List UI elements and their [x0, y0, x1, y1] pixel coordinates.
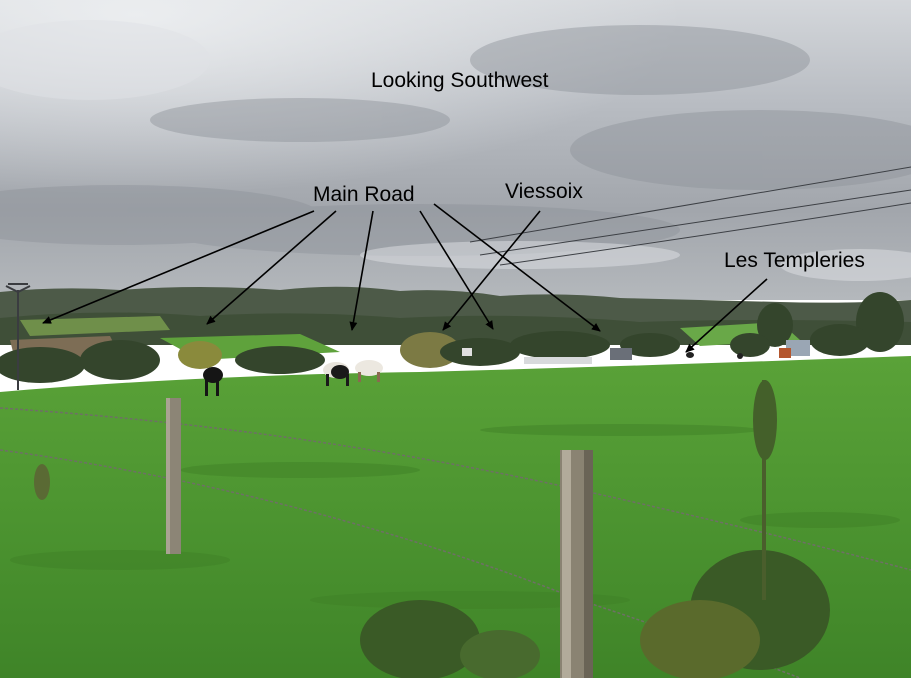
arrow-main-road-5	[433, 203, 601, 332]
viessoix-label: Viessoix	[505, 180, 583, 203]
cloud-banks	[0, 25, 911, 256]
arrow-main-road-4	[419, 210, 494, 330]
black-cow	[203, 367, 223, 396]
grass-texture	[10, 424, 900, 609]
electricity-pylon	[5, 283, 31, 390]
arrow-les-templeries	[685, 278, 768, 353]
foreground-weeds	[34, 380, 830, 678]
main-road-label: Main Road	[313, 183, 415, 206]
grazing-cows	[323, 360, 383, 386]
distant-field	[20, 316, 170, 336]
direction-heading: Looking Southwest	[371, 69, 549, 92]
arrow-main-road-2	[206, 210, 337, 325]
power-lines	[469, 166, 911, 266]
arrow-main-road-1	[42, 210, 315, 324]
les-templeries-label: Les Templeries	[724, 249, 865, 272]
annotation-arrows	[42, 203, 768, 353]
tree-line	[0, 292, 904, 383]
green-pasture	[0, 356, 911, 678]
village-buildings	[462, 340, 810, 364]
fence-post-front	[560, 450, 593, 678]
arrow-main-road-3	[349, 210, 374, 331]
cloud-highlights	[0, 20, 911, 281]
fence-post-left	[166, 398, 181, 554]
distant-cows	[686, 352, 743, 359]
arrow-viessoix	[442, 210, 541, 331]
